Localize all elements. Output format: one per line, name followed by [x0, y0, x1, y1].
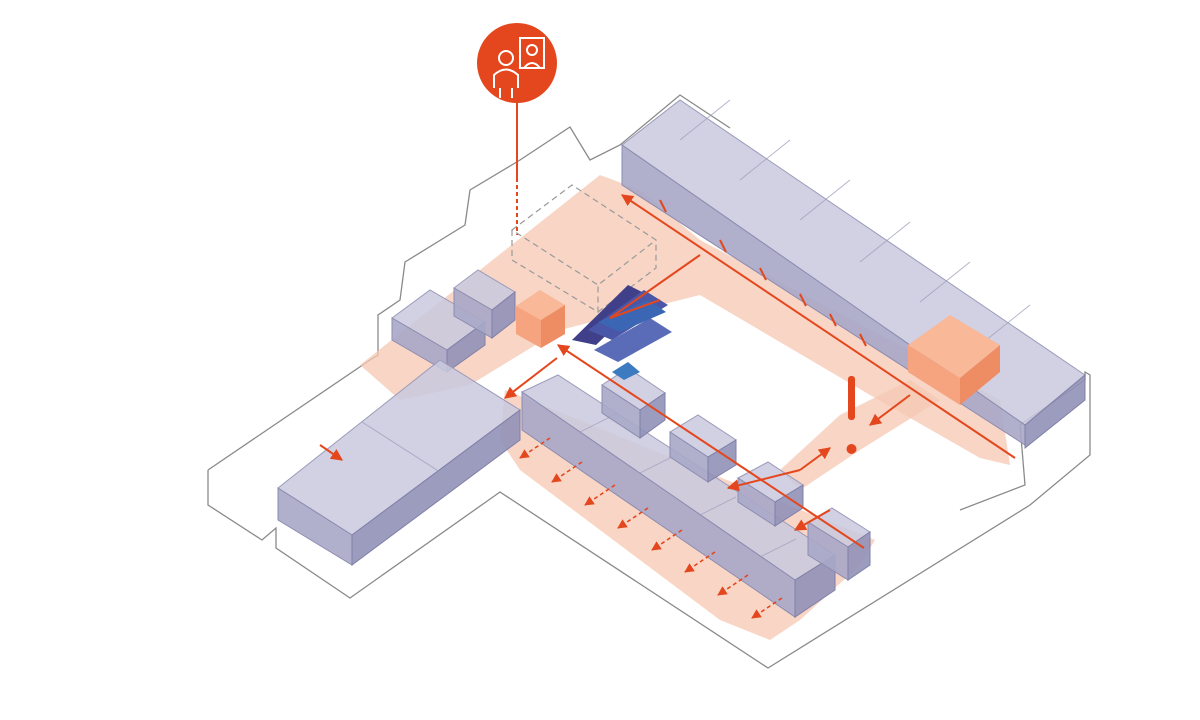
exclamation-icon	[846, 376, 857, 454]
building-west-wing	[277, 359, 521, 566]
circulation-routes	[319, 194, 1016, 549]
building-small-tower	[453, 269, 516, 340]
box-south-1	[601, 367, 666, 439]
highlight-room	[908, 315, 1000, 405]
orange-cube	[516, 290, 565, 348]
sculpture	[572, 285, 672, 380]
box-south-2	[669, 414, 737, 483]
exit-arrows	[519, 437, 783, 619]
people-portrait-icon	[477, 23, 557, 235]
box-south-3	[737, 461, 804, 527]
